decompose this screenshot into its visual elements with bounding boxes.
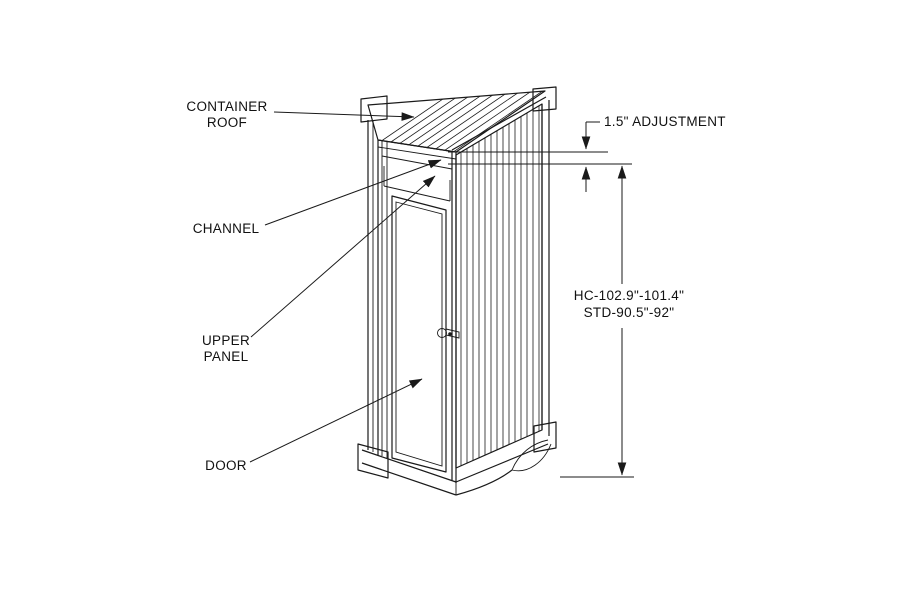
door-handle: [437, 328, 460, 339]
door-frame-hinge-side: [381, 141, 388, 458]
height-dimension: HC-102.9"-101.4" STD-90.5"-92": [560, 165, 684, 478]
leader-container-roof: [273, 111, 415, 121]
door-label: DOOR: [205, 458, 247, 473]
leader-door: [249, 378, 423, 463]
leader-channel: [264, 159, 442, 226]
container-roof-label-line2: ROOF: [207, 115, 247, 130]
height-dimension-label-std: STD-90.5"-92": [584, 305, 675, 320]
channel-label: CHANNEL: [193, 221, 260, 236]
upper-panel-label-line2: PANEL: [204, 349, 249, 364]
door-panel: [391, 195, 447, 473]
callout-upper-panel: UPPER PANEL: [202, 175, 436, 364]
container-roof-label-line1: CONTAINER: [186, 99, 267, 114]
bottom-rail-front: [361, 449, 457, 496]
bottom-rail-side: [455, 439, 552, 496]
upper-panel-label-line1: UPPER: [202, 333, 250, 348]
adjustment-dimension: 1.5" ADJUSTMENT: [581, 114, 726, 192]
height-dimension-label-hc: HC-102.9"-101.4": [574, 288, 684, 303]
corner-casting-top-left: [360, 95, 388, 123]
upper-panel-member: [383, 166, 451, 202]
side-corrugations: [460, 104, 540, 468]
corner-post-front-left: [367, 120, 379, 455]
callout-door: DOOR: [205, 378, 423, 473]
callout-channel: CHANNEL: [193, 159, 442, 236]
annotations: 1.5" ADJUSTMENT HC-102.9"-101.4" STD-90.…: [448, 114, 726, 478]
callout-container-roof: CONTAINER ROOF: [186, 99, 415, 130]
leader-upper-panel: [250, 175, 436, 338]
adjustment-dimension-label: 1.5" ADJUSTMENT: [604, 114, 726, 129]
callout-labels: CONTAINER ROOF CHANNEL UPPER PANEL DOOR: [186, 99, 442, 473]
side-panel: [451, 96, 547, 469]
